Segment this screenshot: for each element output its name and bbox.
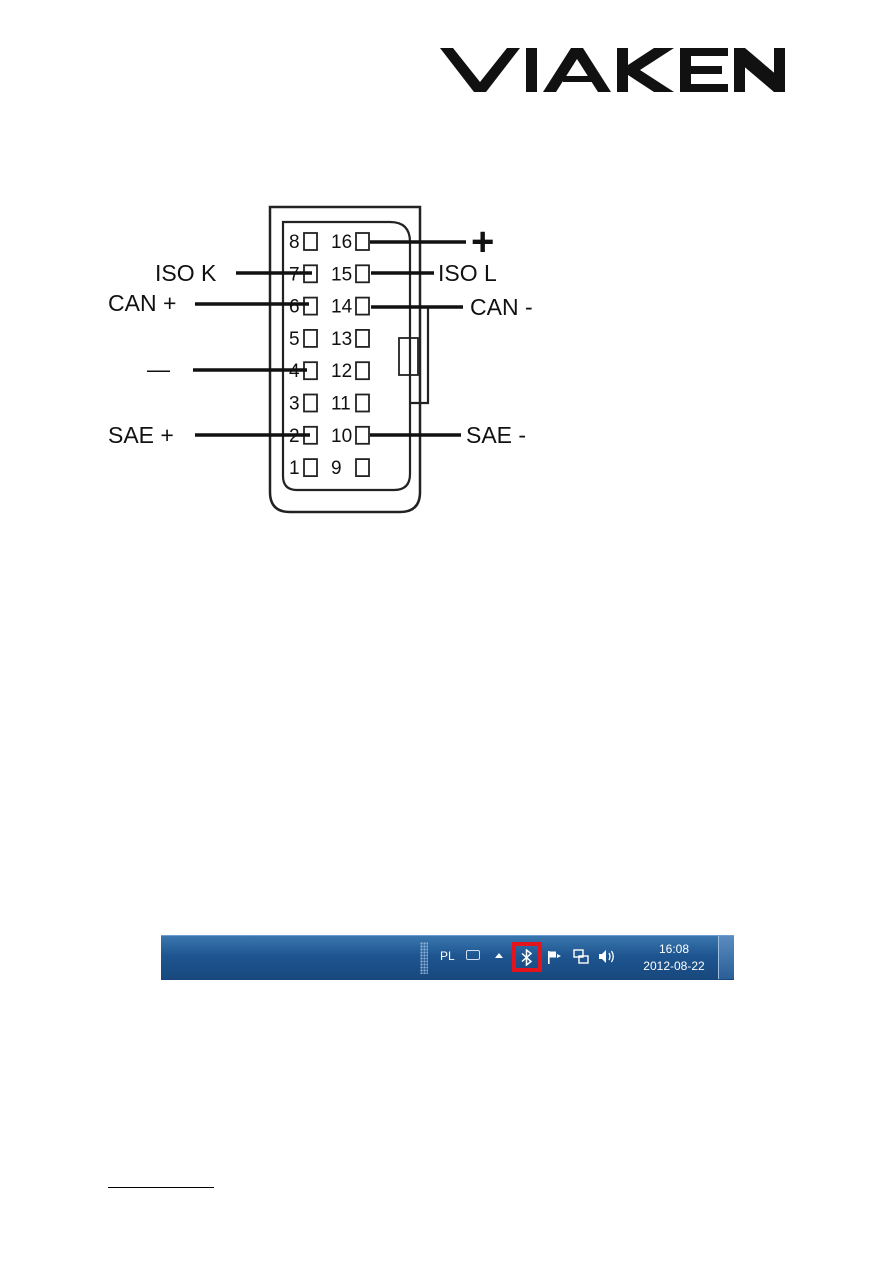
pin-socket-5 bbox=[303, 328, 318, 348]
pin-number-8: 8 bbox=[289, 232, 300, 253]
pin-number-1: 1 bbox=[289, 458, 300, 479]
bluetooth-tray-button[interactable] bbox=[512, 942, 542, 972]
iso-k-label: ISO K bbox=[155, 260, 217, 286]
pin-socket-8 bbox=[303, 232, 318, 251]
connector-outer-shell bbox=[268, 205, 422, 514]
volume-icon[interactable] bbox=[598, 948, 617, 965]
footnote-separator bbox=[108, 1187, 214, 1188]
can-plus-label: CAN + bbox=[108, 290, 176, 316]
connector-latch-inner bbox=[398, 337, 419, 376]
connector-inner-shell bbox=[281, 220, 412, 492]
pin-number-10: 10 bbox=[331, 426, 352, 447]
pin-number-14: 14 bbox=[331, 297, 353, 318]
sae-plus-label: SAE + bbox=[108, 422, 174, 448]
pin-socket-9 bbox=[355, 458, 370, 478]
action-center-flag-icon[interactable] bbox=[546, 949, 562, 965]
pin-number-12: 12 bbox=[331, 361, 352, 382]
pin-number-15: 15 bbox=[331, 264, 352, 285]
viaken-logo bbox=[440, 48, 785, 92]
sae-minus-label: SAE - bbox=[466, 422, 526, 448]
plus-label: + bbox=[471, 220, 494, 264]
pin-socket-10 bbox=[355, 425, 370, 445]
show-hidden-icons-arrow[interactable] bbox=[495, 953, 503, 958]
pin-socket-15 bbox=[355, 264, 370, 284]
obd-connector-diagram: 81671561451341231121019 + ISO K ISO L CA… bbox=[108, 205, 533, 514]
pin-number-3: 3 bbox=[289, 394, 300, 415]
pin-number-11: 11 bbox=[331, 394, 351, 415]
pin-socket-13 bbox=[355, 328, 370, 348]
pin-number-5: 5 bbox=[289, 329, 300, 350]
pin-socket-16 bbox=[355, 232, 370, 251]
clock-date: 2012-08-22 bbox=[643, 959, 705, 973]
pin-number-6: 6 bbox=[289, 297, 300, 318]
pin-socket-6 bbox=[303, 296, 318, 316]
pin-number-16: 16 bbox=[331, 232, 352, 253]
pin-socket-1 bbox=[303, 458, 318, 478]
bluetooth-icon bbox=[521, 948, 533, 966]
can-minus-label: CAN - bbox=[470, 294, 533, 320]
pin-socket-14 bbox=[355, 296, 370, 316]
windows-taskbar: PL 16:08 2012-08-22 bbox=[161, 935, 734, 980]
system-clock[interactable]: 16:08 2012-08-22 bbox=[634, 941, 714, 975]
pin-socket-11 bbox=[355, 393, 370, 413]
keyboard-icon[interactable] bbox=[466, 950, 480, 960]
pin-socket-3 bbox=[303, 393, 318, 413]
pin-number-13: 13 bbox=[331, 329, 352, 350]
language-indicator[interactable]: PL bbox=[440, 949, 455, 963]
pin-number-9: 9 bbox=[331, 458, 342, 479]
pin-number-7: 7 bbox=[289, 264, 300, 285]
iso-l-label: ISO L bbox=[438, 260, 497, 286]
clock-time: 16:08 bbox=[658, 942, 690, 956]
network-icon[interactable] bbox=[573, 948, 590, 965]
show-desktop-button[interactable] bbox=[718, 936, 734, 979]
pin-socket-12 bbox=[355, 361, 370, 381]
minus-label: — bbox=[147, 356, 170, 382]
tray-grip-handle[interactable] bbox=[420, 942, 428, 974]
